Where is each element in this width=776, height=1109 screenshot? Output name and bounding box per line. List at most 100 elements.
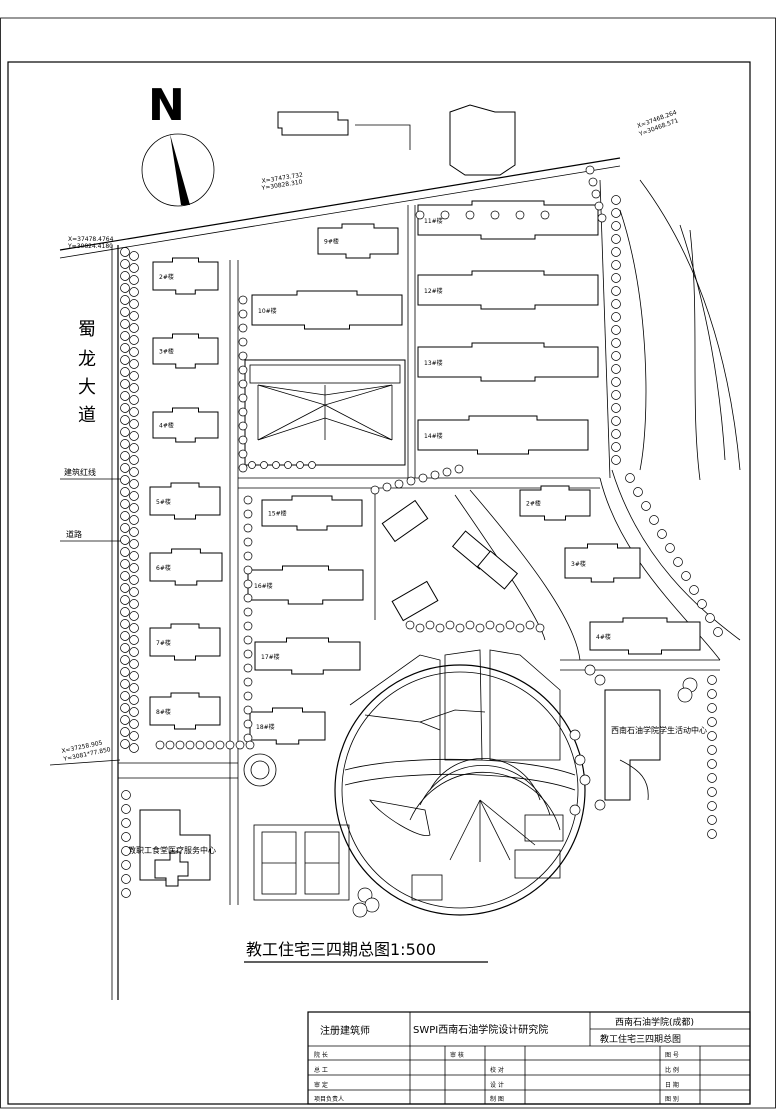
tb-row: 制 图 [490, 1095, 504, 1103]
tree [155, 740, 165, 750]
road-name-char-4: 道 [78, 405, 96, 426]
building-label: 15#楼 [268, 510, 287, 518]
building-footprint [417, 270, 599, 310]
building-label: 2#楼 [526, 500, 541, 508]
tree [707, 801, 717, 811]
tree [121, 888, 131, 898]
tree [120, 739, 130, 749]
tree [120, 559, 130, 569]
tree [120, 475, 130, 485]
tree [185, 740, 195, 750]
tree [594, 799, 606, 811]
tree [120, 595, 130, 605]
building-footprint [149, 623, 221, 661]
tree [697, 599, 707, 609]
tree [665, 543, 675, 553]
tree [611, 351, 621, 361]
tree [243, 593, 253, 603]
tree [611, 377, 621, 387]
road-network [49, 157, 741, 1000]
residential-building: 16#楼 [247, 565, 364, 605]
building-label: 5#楼 [156, 498, 171, 506]
tree [121, 818, 131, 828]
tree [611, 286, 621, 296]
tree [243, 691, 253, 701]
tree [569, 729, 581, 741]
tree [490, 210, 500, 220]
tb-row: 日 期 [665, 1081, 679, 1089]
tree [238, 295, 248, 305]
coord-label: X=37478.4764 [68, 236, 114, 243]
tree [129, 491, 139, 501]
building-footprint [149, 548, 223, 586]
tree [611, 416, 621, 426]
tree [611, 299, 621, 309]
residential-building: 14#楼 [417, 415, 589, 455]
tree [120, 703, 130, 713]
tree [611, 338, 621, 348]
tree [611, 195, 621, 205]
building-label: 14#楼 [424, 432, 443, 440]
tree [243, 523, 253, 533]
tree [129, 335, 139, 345]
tree [585, 165, 595, 175]
tree [260, 461, 268, 469]
tree [243, 719, 253, 729]
tree [120, 355, 130, 365]
coord-label: Y=30824.4180 [67, 243, 113, 250]
tree [425, 620, 435, 630]
tree [485, 620, 495, 630]
tree [120, 427, 130, 437]
tree [677, 687, 693, 703]
tree [129, 659, 139, 669]
tree [120, 463, 130, 473]
tree [415, 210, 425, 220]
tree [357, 887, 373, 903]
tree [129, 515, 139, 525]
tree [129, 359, 139, 369]
tree [235, 740, 245, 750]
tree [707, 815, 717, 825]
tree [129, 587, 139, 597]
tree [382, 482, 392, 492]
tree [611, 234, 621, 244]
building-label: 8#楼 [156, 708, 171, 716]
tree [129, 383, 139, 393]
tree [238, 365, 248, 375]
building-label: 12#楼 [424, 287, 443, 295]
tree [120, 379, 130, 389]
tree [707, 759, 717, 769]
tree [129, 647, 139, 657]
residential-building: 8#楼 [149, 692, 221, 730]
tree [243, 663, 253, 673]
residential-building [476, 550, 519, 590]
tb-row: 院 长 [314, 1051, 328, 1059]
tree [129, 431, 139, 441]
seal-label: 注册建筑师 [320, 1024, 370, 1037]
roundabout [243, 753, 277, 787]
tree [120, 319, 130, 329]
tree [120, 439, 130, 449]
tree [120, 511, 130, 521]
service-center-label: 教职工食堂医疗服务中心 [128, 845, 216, 855]
tree [296, 461, 304, 469]
tree [129, 599, 139, 609]
residential-building: 9#楼 [317, 223, 399, 259]
tb-row: 项目负责人 [314, 1095, 344, 1103]
tree [129, 311, 139, 321]
tree [597, 213, 607, 223]
tree [406, 476, 416, 486]
tree [121, 874, 131, 884]
tree [205, 740, 215, 750]
residential-building [381, 499, 429, 543]
road-edge-label: 道路 [66, 529, 82, 539]
activity-center-building: 西南石油学院学生活动中心 [604, 689, 707, 801]
tree [611, 455, 621, 465]
tree [515, 623, 525, 633]
tree [120, 631, 130, 641]
building-footprint [317, 223, 399, 259]
tree [584, 664, 596, 676]
tree [238, 449, 248, 459]
residential-building: 4#楼 [589, 617, 701, 655]
activity-center-label: 西南石油学院学生活动中心 [611, 725, 707, 735]
